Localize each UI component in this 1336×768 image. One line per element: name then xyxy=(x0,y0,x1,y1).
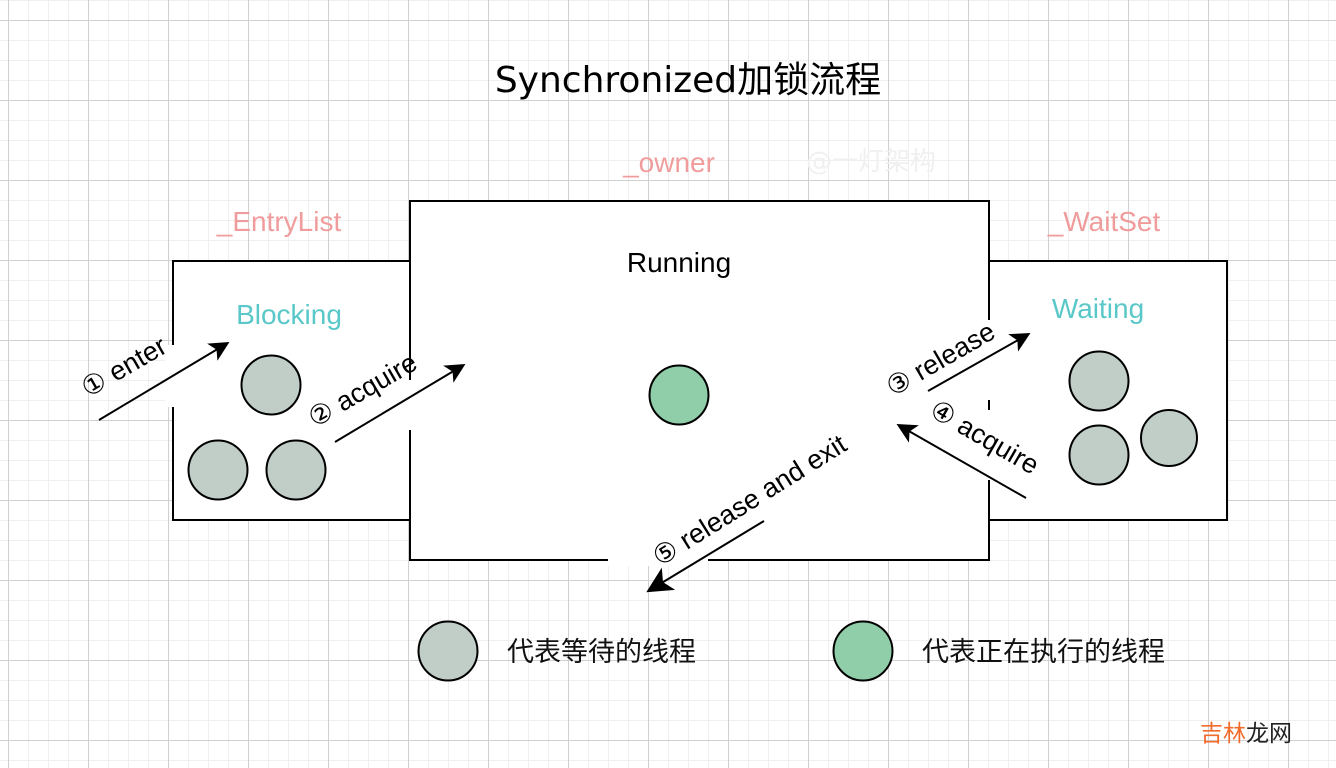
waiting-thread-legend-swatch xyxy=(417,620,479,682)
waiting-state-label: Waiting xyxy=(1052,293,1144,324)
owner-label: _owner xyxy=(622,147,715,178)
legend-label-running: 代表正在执行的线程 xyxy=(922,637,1165,668)
entry-list-label: _EntryList xyxy=(216,206,342,237)
waiting-thread-circle xyxy=(1068,424,1130,486)
legend: 代表等待的线程 代表正在执行的线程 xyxy=(417,620,1165,682)
legend-label-waiting: 代表等待的线程 xyxy=(507,637,696,668)
legend-item-running: 代表正在执行的线程 xyxy=(832,620,1165,682)
wait-set-label: _WaitSet xyxy=(1047,206,1161,237)
site-mark: 吉林龙网 xyxy=(1200,721,1292,747)
waiting-thread-circle xyxy=(187,439,249,501)
watermark: @一灯架构 xyxy=(806,147,936,177)
running-thread-legend-swatch xyxy=(832,620,894,682)
running-thread-circle xyxy=(648,364,710,426)
waiting-thread-circle xyxy=(1140,409,1198,467)
diagram-title: Synchronized加锁流程 xyxy=(495,60,881,101)
waiting-thread-circle xyxy=(265,439,327,501)
waiting-thread-circle xyxy=(1068,350,1130,412)
enter-arrow-label: ① enter xyxy=(76,331,172,404)
blocking-state-label: Blocking xyxy=(236,299,342,330)
running-state-label: Running xyxy=(627,247,731,278)
waiting-thread-circle xyxy=(240,354,302,416)
legend-item-waiting: 代表等待的线程 xyxy=(417,620,696,682)
